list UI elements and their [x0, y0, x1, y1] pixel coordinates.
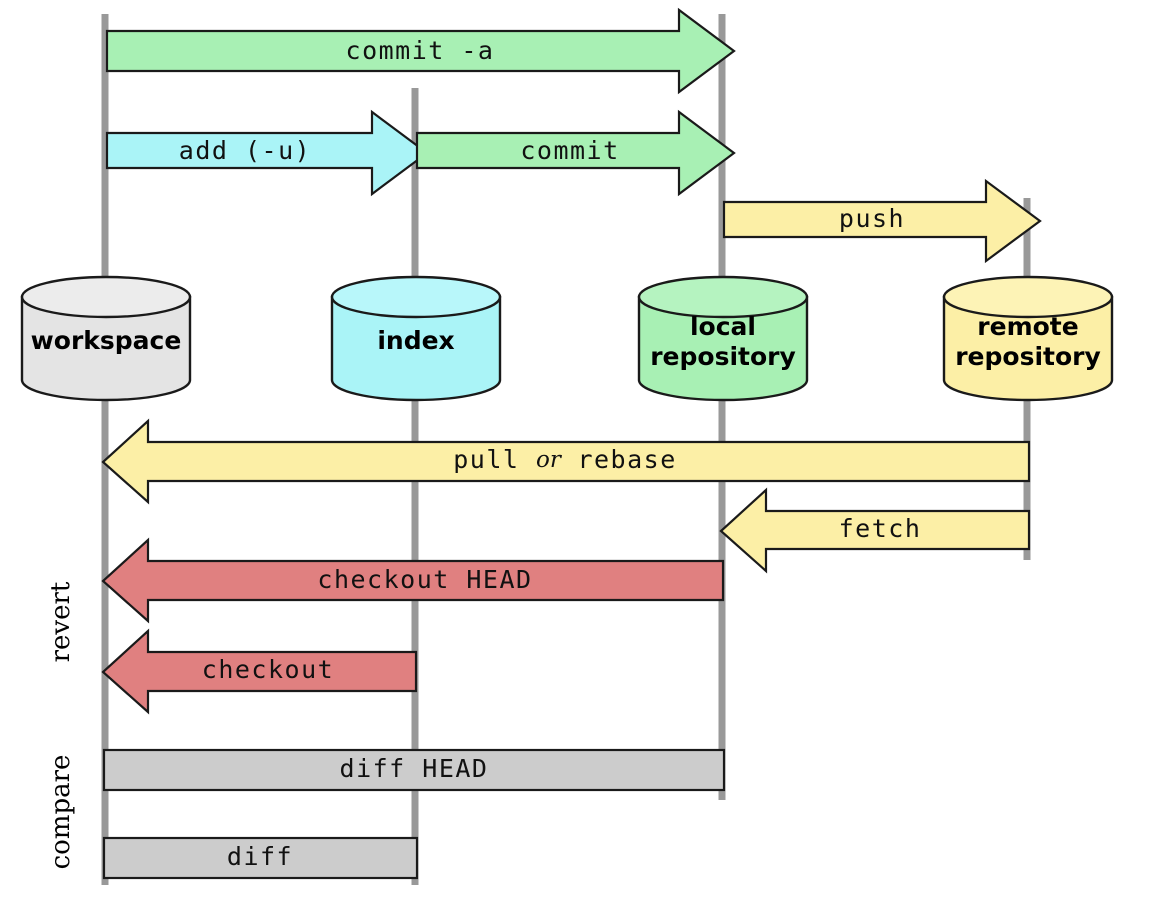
node-index-label: index: [377, 326, 454, 355]
side-label-revert: revert: [46, 581, 76, 662]
arrow-commit-a-label: commit -a: [346, 36, 495, 65]
node-workspace[interactable]: workspace: [20, 275, 192, 402]
node-local-repository-body: [637, 295, 809, 402]
bar-diff[interactable]: diff: [102, 836, 419, 880]
side-label-compare: compare: [46, 755, 76, 870]
arrow-checkout[interactable]: checkout: [101, 628, 418, 715]
node-workspace-label: workspace: [31, 326, 182, 355]
arrow-fetch[interactable]: fetch: [719, 487, 1031, 574]
node-remote-repository-label-line1: remote: [977, 312, 1078, 341]
arrow-add-u[interactable]: add (-u): [105, 109, 429, 197]
node-index[interactable]: index: [330, 275, 502, 402]
node-local-repository-label-line1: local: [690, 312, 756, 341]
arrow-push[interactable]: push: [722, 178, 1042, 264]
arrow-checkout-head-label: checkout HEAD: [317, 565, 532, 594]
arrow-add-u-label: add (-u): [179, 136, 311, 165]
arrow-pull-rebase[interactable]: pull or rebase: [101, 418, 1031, 505]
arrow-pull-rebase-word1: pull: [453, 445, 519, 474]
arrow-pull-rebase-shape: [101, 418, 1031, 505]
bar-diff-head[interactable]: diff HEAD: [102, 748, 726, 792]
arrow-checkout-head-shape: [101, 537, 725, 624]
bar-diff-label: diff: [227, 842, 293, 871]
arrow-commit[interactable]: commit: [415, 109, 736, 197]
node-workspace-body: [20, 295, 192, 402]
node-remote-repository-top: [942, 275, 1114, 319]
arrow-pull-rebase-conj: or: [536, 447, 563, 473]
arrow-commit-a-shape: [105, 7, 736, 95]
side-label-compare-text: compare: [46, 755, 76, 870]
arrow-checkout-label: checkout: [202, 655, 334, 684]
node-remote-repository-body: [942, 295, 1114, 402]
arrow-push-label: push: [839, 204, 905, 233]
node-local-repository-label-line2: repository: [650, 342, 796, 371]
bar-diff-head-shape: [102, 748, 726, 792]
node-remote-repository-label-line2: repository: [955, 342, 1101, 371]
arrow-pull-rebase-label: pull or rebase: [453, 445, 677, 474]
node-local-repository[interactable]: local repository: [637, 275, 809, 402]
arrow-pull-rebase-word2: rebase: [577, 445, 676, 474]
arrow-add-u-shape: [105, 109, 429, 197]
node-index-body: [330, 295, 502, 402]
arrow-commit-a[interactable]: commit -a: [105, 7, 736, 95]
arrow-fetch-label: fetch: [839, 514, 922, 543]
arrow-push-shape: [722, 178, 1042, 264]
bar-diff-head-label: diff HEAD: [340, 754, 489, 783]
arrow-commit-shape: [415, 109, 736, 197]
arrow-commit-label: commit: [520, 136, 619, 165]
node-workspace-top: [20, 275, 192, 319]
node-remote-repository[interactable]: remote repository: [942, 275, 1114, 402]
arrow-fetch-shape: [719, 487, 1031, 574]
node-index-top: [330, 275, 502, 319]
bar-diff-shape: [102, 836, 419, 880]
arrow-checkout-shape: [101, 628, 418, 715]
side-label-revert-text: revert: [46, 581, 76, 662]
node-local-repository-top: [637, 275, 809, 319]
arrow-checkout-head[interactable]: checkout HEAD: [101, 537, 725, 624]
